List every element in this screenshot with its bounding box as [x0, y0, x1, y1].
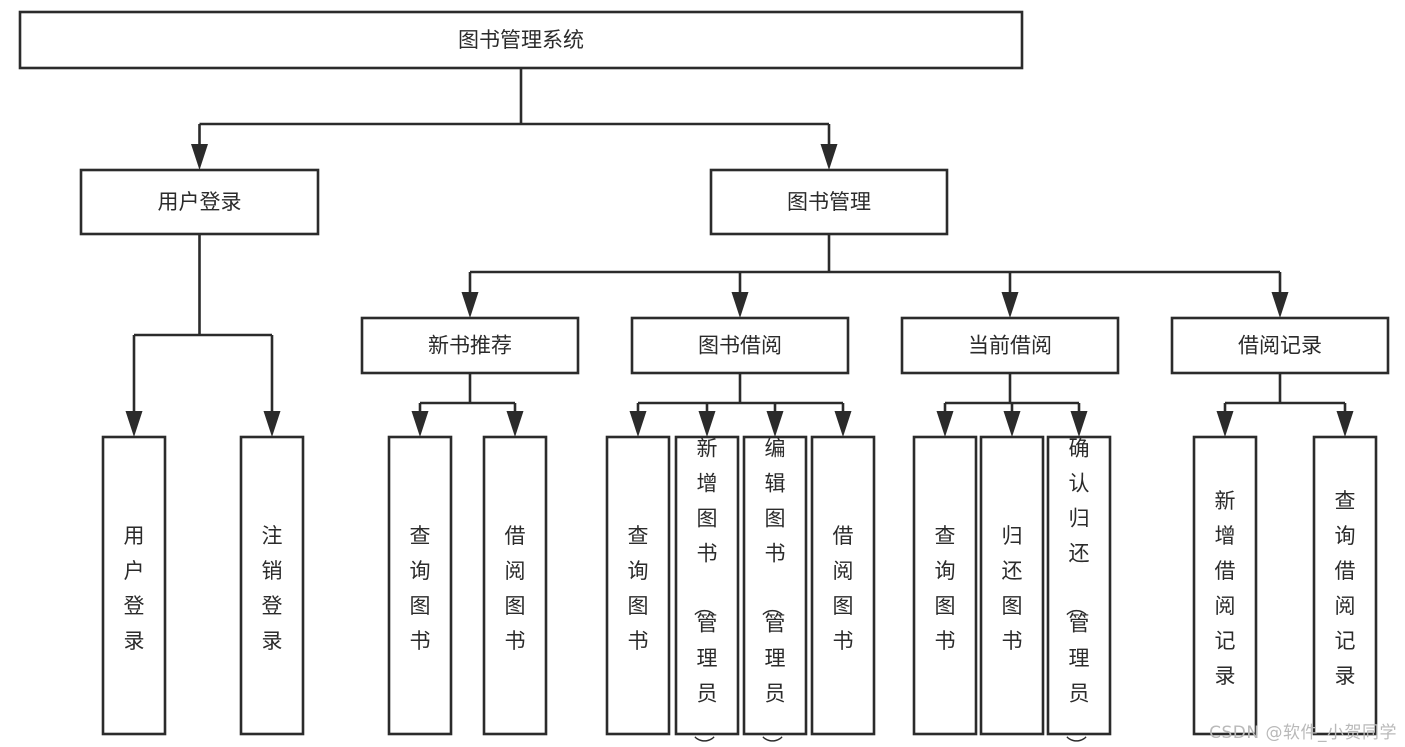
arrow-head-icon	[263, 411, 281, 437]
arrow-head-icon	[411, 411, 429, 437]
node-label: 查询借阅记录	[1335, 489, 1356, 688]
node-label: 图书借阅	[698, 334, 782, 358]
node-box	[482, 435, 548, 736]
arrow-head-icon	[506, 411, 524, 437]
node-l3_2[interactable]: 当前借阅	[900, 316, 1120, 375]
node-label: 新增借阅记录	[1215, 489, 1236, 688]
node-box	[810, 435, 876, 736]
node-leaf_9[interactable]: 归还图书	[979, 435, 1045, 736]
edges-layer	[125, 68, 1354, 437]
node-label: 归还图书	[1002, 524, 1023, 653]
node-box	[239, 435, 305, 736]
node-box	[912, 435, 978, 736]
node-leaf_11[interactable]: 新增借阅记录	[1192, 435, 1258, 736]
node-box	[79, 168, 320, 236]
node-leaf_10[interactable]: 确认归还（管理员）	[1046, 435, 1112, 747]
node-box	[742, 435, 808, 736]
node-label: 用户登录	[158, 190, 242, 214]
arrow-head-icon	[1336, 411, 1354, 437]
node-label: 注销登录	[262, 524, 283, 653]
arrow-head-icon	[698, 411, 716, 437]
arrow-head-icon	[936, 411, 954, 437]
node-label: 查询图书	[935, 524, 956, 653]
arrow-head-icon	[125, 411, 143, 437]
node-leaf_8[interactable]: 查询图书	[912, 435, 978, 736]
node-l3_0[interactable]: 新书推荐	[360, 316, 580, 375]
node-leaf_1[interactable]: 注销登录	[239, 435, 305, 736]
node-box	[979, 435, 1045, 736]
node-label: 借阅图书	[833, 524, 854, 653]
node-box	[101, 435, 167, 736]
arrow-head-icon	[1070, 411, 1088, 437]
arrow-head-icon	[191, 144, 208, 170]
node-l3_1[interactable]: 图书借阅	[630, 316, 850, 375]
node-leaf_12[interactable]: 查询借阅记录	[1312, 435, 1378, 736]
node-box	[900, 316, 1120, 375]
node-box	[1046, 435, 1112, 736]
node-l3_3[interactable]: 借阅记录	[1170, 316, 1390, 375]
arrow-head-icon	[731, 292, 749, 318]
node-box	[360, 316, 580, 375]
node-leaf_2[interactable]: 查询图书	[387, 435, 453, 736]
node-label: 用户登录	[124, 524, 145, 653]
arrow-head-icon	[1001, 292, 1019, 318]
node-l2_1[interactable]: 图书管理	[709, 168, 949, 236]
node-leaf_3[interactable]: 借阅图书	[482, 435, 548, 736]
node-label: 确认归还（管理员）	[1064, 436, 1090, 747]
node-box	[18, 10, 1024, 70]
node-label: 查询图书	[410, 524, 431, 653]
node-box	[630, 316, 850, 375]
node-box	[605, 435, 671, 736]
arrow-head-icon	[820, 144, 838, 170]
node-box	[387, 435, 453, 736]
node-label: 查询图书	[628, 524, 649, 653]
node-label: 当前借阅	[968, 334, 1052, 358]
node-box	[674, 435, 740, 736]
arrow-head-icon	[834, 411, 852, 437]
node-label: 编辑图书（管理员）	[760, 436, 786, 747]
arrow-head-icon	[461, 292, 479, 318]
node-leaf_0[interactable]: 用户登录	[101, 435, 167, 736]
node-leaf_7[interactable]: 借阅图书	[810, 435, 876, 736]
node-label: 图书管理	[787, 190, 871, 214]
arrow-head-icon	[629, 411, 647, 437]
node-box	[1192, 435, 1258, 736]
node-label: 新增图书（管理员）	[692, 436, 718, 747]
node-label: 图书管理系统	[458, 28, 584, 52]
node-l2_0[interactable]: 用户登录	[79, 168, 320, 236]
node-box	[709, 168, 949, 236]
nodes-layer: 图书管理系统用户登录图书管理新书推荐图书借阅当前借阅借阅记录用户登录注销登录查询…	[18, 10, 1390, 747]
node-box	[1170, 316, 1390, 375]
node-leaf_5[interactable]: 新增图书（管理员）	[674, 435, 740, 747]
arrow-head-icon	[1216, 411, 1234, 437]
arrow-head-icon	[1271, 292, 1289, 318]
node-label: 借阅图书	[505, 524, 526, 653]
node-box	[1312, 435, 1378, 736]
node-leaf_6[interactable]: 编辑图书（管理员）	[742, 435, 808, 747]
node-label: 借阅记录	[1238, 334, 1322, 358]
node-leaf_4[interactable]: 查询图书	[605, 435, 671, 736]
node-root[interactable]: 图书管理系统	[18, 10, 1024, 70]
arrow-head-icon	[766, 411, 784, 437]
arrow-head-icon	[1003, 411, 1021, 437]
node-label: 新书推荐	[428, 334, 512, 358]
